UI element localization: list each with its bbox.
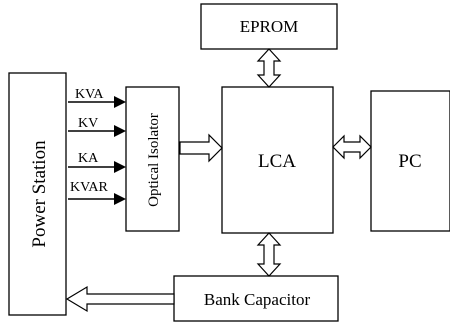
pc-label: PC [398,151,421,172]
optical-isolator-block: Optical Isolator [125,86,180,232]
arrowhead-icon [114,161,126,173]
signal-kvar: KVAR [68,180,126,205]
bank-capacitor-block: Bank Capacitor [173,275,339,322]
power-station-label: Power Station [29,140,50,248]
optical-isolator-label: Optical Isolator [146,113,162,207]
arrowhead-icon [114,96,126,108]
bank-capacitor-label: Bank Capacitor [204,290,311,309]
eprom-label: EPROM [240,17,299,36]
lca-bank-double-arrow-icon [256,232,282,277]
signal-kv: KV [68,116,126,137]
signal-label-kv: KV [78,116,98,131]
signal-kva: KVA [68,87,126,108]
power-station-block: Power Station [8,72,67,316]
eprom-block: EPROM [200,3,338,50]
bank-to-power-arrow-icon [65,285,175,313]
signal-label-kvar: KVAR [70,180,109,195]
signal-label-ka: KA [78,151,99,166]
pc-block: PC [370,90,450,232]
arrowhead-icon [114,125,126,137]
lca-pc-double-arrow-icon [332,134,372,160]
signal-label-kva: KVA [75,87,104,102]
signal-ka: KA [68,151,126,173]
eprom-lca-double-arrow-icon [256,48,282,88]
lca-label: LCA [258,151,296,172]
arrowhead-icon [114,193,126,205]
lca-block: LCA [221,86,334,234]
isolator-to-lca-arrow-icon [179,133,223,163]
